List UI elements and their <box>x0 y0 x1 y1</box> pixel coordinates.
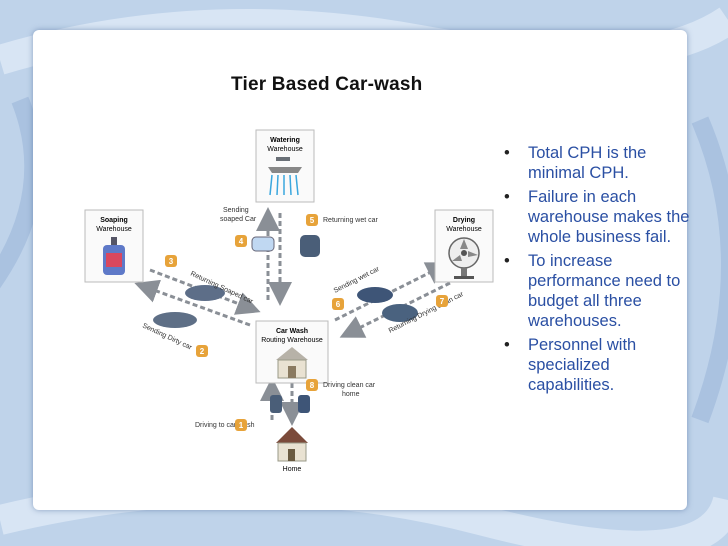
bullet-dot: • <box>504 336 510 354</box>
path-label-4a: Sending <box>223 207 249 214</box>
svg-text:6: 6 <box>336 300 341 309</box>
car-icon <box>153 235 418 413</box>
svg-text:Routing Warehouse: Routing Warehouse <box>261 337 323 344</box>
slide-title: Tier Based Car-wash <box>231 74 423 95</box>
svg-text:Watering: Watering <box>270 137 300 144</box>
house-icon <box>276 427 308 462</box>
step-badge-3: 3 <box>165 255 177 267</box>
step-badge-4: 4 <box>235 235 247 247</box>
bullet-text: Personnel with specialized capabilities. <box>528 336 637 394</box>
bullet-text: Failure in each warehouse makes the whol… <box>528 188 690 246</box>
svg-text:5: 5 <box>310 216 315 225</box>
svg-text:3: 3 <box>169 257 174 266</box>
fan-icon <box>448 237 480 279</box>
svg-text:Warehouse: Warehouse <box>446 226 482 233</box>
step-badge-6: 6 <box>332 298 344 310</box>
svg-text:Warehouse: Warehouse <box>96 226 132 233</box>
path-label-8a: Driving clean car <box>323 382 376 389</box>
drying-warehouse: Drying Warehouse <box>434 209 494 283</box>
routing-warehouse: Car Wash Routing Warehouse <box>255 320 329 384</box>
arrow-to-soaping <box>134 279 251 327</box>
svg-text:8: 8 <box>310 381 315 390</box>
svg-text:Home: Home <box>283 466 302 473</box>
arrow-to-drying <box>334 262 451 322</box>
bullet-list: • Total CPH is the minimal CPH. • Failure … <box>500 143 690 399</box>
svg-text:4: 4 <box>239 237 244 246</box>
bullet-dot: • <box>504 144 510 162</box>
path-label-8b: home <box>342 391 360 398</box>
bullet-dot: • <box>504 188 510 206</box>
soap-bottle-icon <box>103 237 125 275</box>
soaping-warehouse: Soaping Warehouse <box>84 209 144 283</box>
svg-text:7: 7 <box>440 297 445 306</box>
home: Home <box>276 427 308 473</box>
bullet-dot: • <box>504 252 510 270</box>
svg-text:Drying: Drying <box>453 217 475 224</box>
svg-text:Soaping: Soaping <box>100 217 128 224</box>
watering-warehouse: Watering Warehouse <box>255 129 315 203</box>
bullet-text: Total CPH is the minimal CPH. <box>528 144 647 182</box>
car-wash-diagram: Watering Warehouse Soaping Warehouse Dry… <box>84 129 494 473</box>
svg-text:Warehouse: Warehouse <box>267 146 303 153</box>
bullet-item: • Personnel with specialized capabilities… <box>500 335 690 395</box>
bullet-text: To increase performance need to budget a… <box>528 252 681 330</box>
path-label-5: Returning wet car <box>323 217 379 224</box>
step-badge-7: 7 <box>436 295 448 307</box>
path-label-4b: soaped Car <box>220 216 257 223</box>
step-badge-8: 8 <box>306 379 318 391</box>
shower-icon <box>268 167 302 196</box>
bullet-item: • To increase performance need to budget … <box>500 251 690 331</box>
step-badge-1: 1 <box>235 419 247 431</box>
step-badges: 1 2 3 4 5 6 7 8 <box>165 214 448 431</box>
step-badge-5: 5 <box>306 214 318 226</box>
svg-text:Car Wash: Car Wash <box>276 328 308 335</box>
svg-text:2: 2 <box>200 347 205 356</box>
svg-text:1: 1 <box>239 421 244 430</box>
bullet-item: • Total CPH is the minimal CPH. <box>500 143 690 183</box>
path-label-1: Driving to car wash <box>195 422 255 429</box>
building-icon <box>276 347 308 379</box>
step-badge-2: 2 <box>196 345 208 357</box>
bullet-item: • Failure in each warehouse makes the who… <box>500 187 690 247</box>
